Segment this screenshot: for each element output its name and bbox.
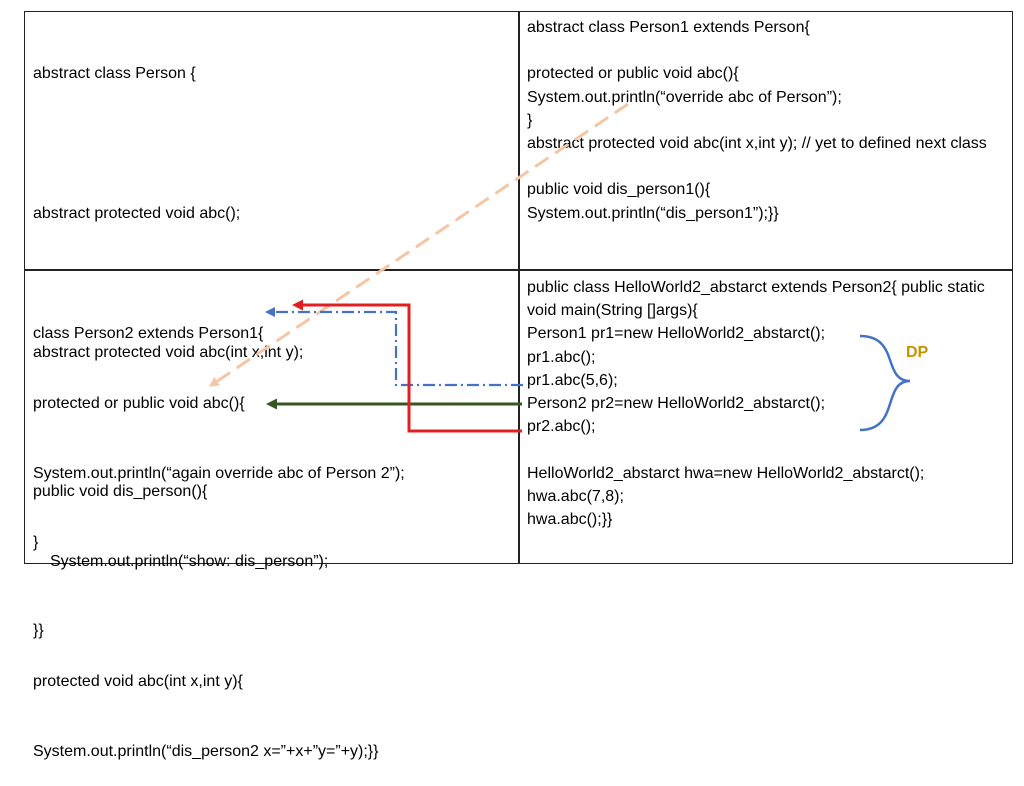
- code-line: Person1 pr1=new HelloWorld2_abstarct();: [527, 325, 826, 343]
- code-line: System.out.println(“again override abc o…: [33, 464, 405, 482]
- code-line: }: [33, 534, 39, 552]
- code-line: pr2.abc();: [527, 418, 596, 436]
- code-line: [33, 132, 513, 155]
- code-line: public void dis_person1(){: [527, 181, 711, 199]
- code-line: public void dis_person(){: [33, 483, 208, 501]
- code-line: abstract class Person1 extends Person{: [527, 19, 810, 36]
- code-line: System.out.println(“dis_person2 x=”+x+”y…: [33, 743, 379, 761]
- code-line: HelloWorld2_abstarct hwa=new HelloWorld2…: [527, 464, 925, 482]
- code-line: protected or public void abc(){: [527, 65, 739, 83]
- code-line: System.out.println(“dis_person1”);}}: [527, 204, 779, 222]
- code-line: [527, 39, 1009, 62]
- code-line: hwa.abc(7,8);: [527, 487, 624, 505]
- code-line: abstract class Person {: [33, 65, 196, 83]
- brace-label: DP: [906, 344, 929, 361]
- code-line: public class HelloWorld2_abstarct extend…: [527, 279, 990, 320]
- cell-person1-class: abstract class Person1 extends Person{ p…: [527, 16, 1009, 225]
- code-line: pr1.abc();: [527, 348, 596, 366]
- code-line: System.out.println(“show: dis_person”);: [50, 552, 329, 570]
- cell-main-class: public class HelloWorld2_abstarct extend…: [527, 276, 1009, 531]
- column-divider: [518, 11, 520, 564]
- code-line: protected void abc(int x,int y){: [33, 673, 243, 691]
- code-line: abstract protected void abc(int x,int y)…: [527, 135, 987, 152]
- code-line: [527, 438, 1009, 461]
- code-line: [527, 155, 1009, 178]
- code-line: abstract protected void abc();: [33, 204, 241, 222]
- code-line: System.out.println(“override abc of Pers…: [527, 88, 842, 106]
- code-line: protected or public void abc(){: [33, 395, 245, 413]
- code-line: class Person2 extends Person1{: [33, 325, 264, 343]
- code-line: pr1.abc(5,6);: [527, 371, 618, 389]
- cell-person2-class: class Person2 extends Person1{ protected…: [33, 276, 513, 786]
- code-line: [33, 601, 513, 624]
- code-line: }: [527, 111, 533, 129]
- code-line: hwa.abc();}}: [527, 511, 613, 529]
- code-line: Person2 pr2=new HelloWorld2_abstarct();: [527, 395, 826, 413]
